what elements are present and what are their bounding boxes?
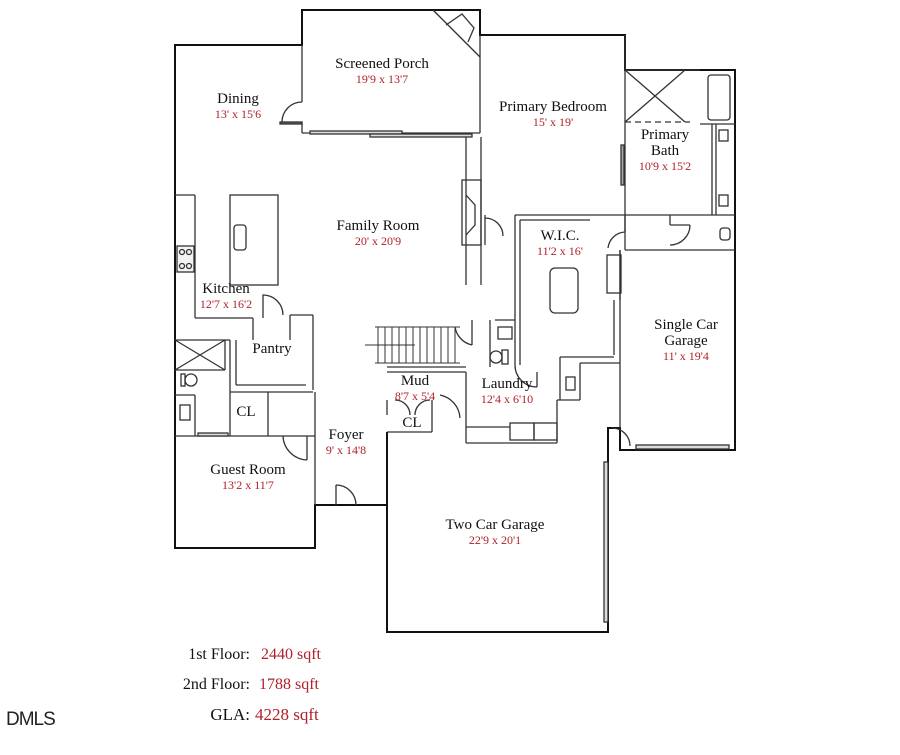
room-name: W.I.C. — [540, 228, 580, 244]
room-name: Family Room — [336, 218, 420, 234]
room-laundry: Laundry 12'4 x 6'10 — [480, 376, 534, 406]
room-primary-bedroom: Primary Bedroom 15' x 19' — [499, 99, 607, 129]
room-name: Guest Room — [210, 462, 286, 478]
room-dimensions: 15' x 19' — [532, 114, 574, 129]
room-pantry: Pantry — [252, 341, 292, 358]
room-dimensions: 19'9 x 13'7 — [355, 71, 409, 86]
second-floor-label: 2nd Floor: — [182, 676, 250, 693]
room-primary-bath: Primary Bath 10'9 x 15'2 — [638, 127, 692, 173]
room-dimensions: 10'9 x 15'2 — [638, 158, 692, 173]
room-name-line2: Garage — [664, 332, 708, 349]
room-screened-porch: Screened Porch 19'9 x 13'7 — [335, 56, 429, 86]
first-floor-value: 2440 sqft — [261, 646, 321, 663]
room-dining: Dining 13' x 15'6 — [214, 91, 262, 121]
room-kitchen: Kitchen 12'7 x 16'2 — [199, 281, 253, 311]
room-name: Dining — [217, 91, 259, 107]
room-two-car-garage: Two Car Garage 22'9 x 20'1 — [445, 517, 545, 547]
room-dimensions: 13' x 15'6 — [214, 106, 262, 121]
room-foyer: Foyer 9' x 14'8 — [325, 427, 367, 457]
room-name: Primary Bedroom — [499, 99, 607, 115]
room-family-room: Family Room 20' x 20'9 — [336, 218, 420, 248]
room-name: CL — [236, 404, 256, 420]
room-guest-room: Guest Room 13'2 x 11'7 — [210, 462, 286, 492]
room-dimensions: 13'2 x 11'7 — [222, 477, 274, 492]
room-dimensions: 11'2 x 16' — [537, 243, 583, 258]
room-wic: W.I.C. 11'2 x 16' — [537, 228, 583, 258]
room-name-line1: Primary — [640, 127, 690, 143]
room-mud: Mud 8'7 x 5'4 — [394, 373, 436, 403]
second-floor-value: 1788 sqft — [259, 676, 319, 693]
gla-label: GLA: — [210, 705, 250, 724]
room-name: Screened Porch — [335, 56, 429, 72]
room-name-line2: Bath — [650, 142, 680, 159]
room-name: Pantry — [252, 341, 292, 357]
room-name: Laundry — [481, 376, 533, 392]
room-dimensions: 8'7 x 5'4 — [394, 388, 436, 403]
exterior-wall — [174, 9, 736, 633]
room-name-line1: Single Car — [654, 317, 718, 333]
room-name: Mud — [400, 373, 430, 389]
room-name: Foyer — [328, 427, 364, 443]
room-name: Kitchen — [202, 281, 250, 297]
gla-value: 4228 sqft — [255, 705, 319, 724]
room-closet-guest: CL — [236, 404, 256, 421]
room-name: CL — [402, 415, 422, 431]
room-dimensions: 20' x 20'9 — [354, 233, 402, 248]
room-single-car-garage: Single Car Garage 11' x 19'4 — [654, 317, 718, 363]
room-name: Two Car Garage — [445, 517, 545, 533]
room-dimensions: 9' x 14'8 — [325, 442, 367, 457]
first-floor-label: 1st Floor: — [188, 646, 250, 663]
watermark-logo: DMLS — [6, 709, 56, 730]
room-dimensions: 11' x 19'4 — [663, 348, 709, 363]
room-closet-mud: CL — [402, 415, 422, 432]
room-dimensions: 12'7 x 16'2 — [199, 296, 253, 311]
room-dimensions: 12'4 x 6'10 — [480, 391, 534, 406]
room-dimensions: 22'9 x 20'1 — [468, 532, 522, 547]
